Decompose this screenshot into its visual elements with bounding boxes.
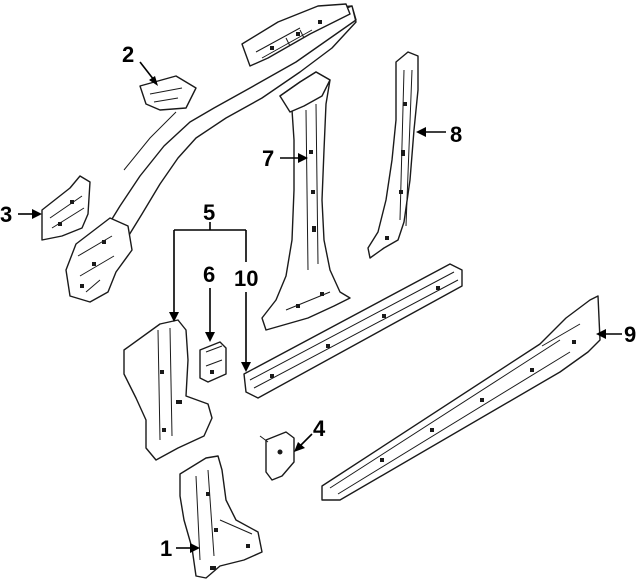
callout-5: 5	[203, 200, 215, 225]
part-7-b-pillar-outer	[261, 71, 351, 331]
part-5-hinge-pillar	[123, 319, 213, 461]
callout-9: 9	[624, 322, 636, 347]
part-1-hinge-pillar-lower	[179, 455, 263, 579]
callout-6: 6	[203, 262, 215, 287]
callout-7: 7	[262, 146, 274, 171]
callout-10: 10	[234, 266, 258, 291]
part-3-bracket	[41, 175, 91, 241]
callout-1: 1	[160, 536, 172, 561]
part-4-plate	[259, 431, 295, 481]
callout-4: 4	[313, 416, 326, 441]
part-8-b-pillar-inner	[367, 51, 419, 259]
callout-2: 2	[122, 42, 134, 67]
callout-labels: 2 3 7 8 5 6 10 9 4 1	[0, 42, 636, 561]
part-10-rocker-reinforcement	[243, 263, 463, 399]
leader-lines	[18, 61, 622, 553]
part-2-a-pillar-roof-rail	[65, 3, 357, 303]
callout-8: 8	[450, 122, 462, 147]
part-6-bracket	[199, 341, 227, 383]
callout-3: 3	[0, 202, 12, 227]
part-9-rocker-outer	[321, 295, 601, 501]
